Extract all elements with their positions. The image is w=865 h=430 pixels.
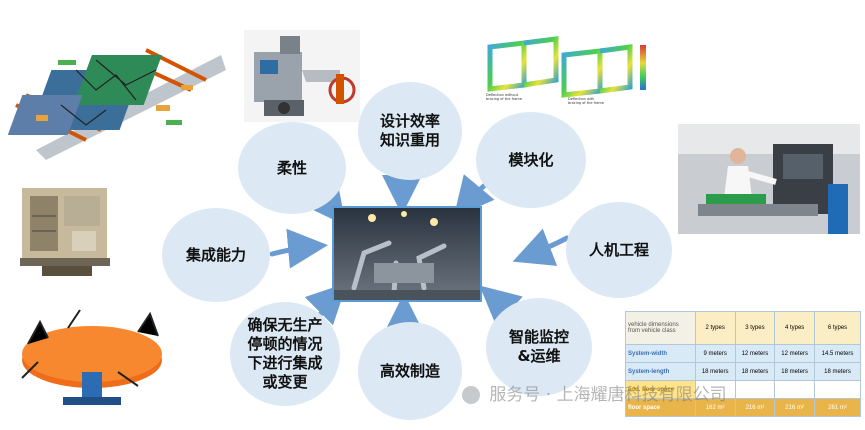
table-cell — [774, 380, 815, 399]
node-mokuai-label: 模块化 — [508, 150, 554, 169]
node-sheji-label: 设计效率 知识重用 — [379, 112, 440, 149]
node-jicheng: 集成能力 — [162, 208, 270, 302]
spot-welder-image — [244, 30, 360, 122]
table-row-label: System-length — [625, 362, 696, 381]
table-header-label: vehicle dimensions from vehicle class — [625, 311, 696, 345]
table-cell: 261 m² — [813, 398, 862, 417]
node-zhineng-label: 智能监控 &运维 — [508, 328, 569, 365]
node-gaoxiao: 高效制造 — [358, 322, 462, 420]
watermark: 服务号 · 上海耀唐科技有限公司 — [462, 380, 727, 405]
fea-frame-image: Deflection without bracing of the frame … — [484, 25, 664, 110]
node-quebao-label: 确保无生产 停顿的情况 下进行集成 或变更 — [247, 316, 323, 391]
floor-space-table: vehicle dimensions from vehicle class 2 … — [625, 311, 862, 417]
node-quebao: 确保无生产 停顿的情况 下进行集成 或变更 — [230, 302, 340, 406]
node-zhineng: 智能监控 &运维 — [486, 298, 592, 396]
node-rengong-label: 人机工程 — [588, 240, 649, 259]
wechat-icon — [462, 386, 480, 404]
arrow-jicheng — [269, 228, 328, 269]
table-cell — [813, 380, 862, 399]
table-cell: 12 meters — [774, 344, 815, 363]
node-jicheng-label: 集成能力 — [185, 245, 246, 264]
table-col-header: 6 types — [813, 311, 862, 345]
table-cell — [734, 380, 776, 399]
table-cell: 18 meters — [694, 362, 736, 381]
fea-caption-right: Deflection with bracing of the frame — [568, 97, 604, 105]
table-cell: 9 meters — [694, 344, 736, 363]
node-sheji: 设计效率 知识重用 — [358, 82, 462, 180]
table-cell: 18 meters — [774, 362, 815, 381]
fea-caption-left: Deflection without bracing of the frame — [486, 93, 522, 101]
assembly-line-image — [6, 30, 232, 160]
node-gaoxiao-label: 高效制造 — [379, 361, 440, 380]
watermark-text: 服务号 · 上海耀唐科技有限公司 — [489, 385, 727, 405]
table-cell: 216 m² — [734, 398, 776, 417]
node-rouxing: 柔性 — [238, 122, 346, 214]
table-col-header: 4 types — [774, 311, 815, 345]
table-cell: 162 m² — [694, 398, 736, 417]
arrow-rengong — [512, 228, 570, 266]
table-cell: 14.5 meters — [813, 344, 862, 363]
table-col-header: 3 types — [734, 311, 776, 345]
node-rouxing-label: 柔性 — [276, 158, 307, 177]
table-row-label: System-width — [625, 344, 696, 363]
table-row-label: floor space — [625, 398, 696, 417]
table-cell: 18 meters — [813, 362, 862, 381]
ergonomics-image — [678, 124, 860, 234]
table-cell: 12 meters — [734, 344, 776, 363]
table-cell: 18 meters — [734, 362, 776, 381]
node-mokuai: 模块化 — [476, 112, 586, 208]
welding-machine-image — [12, 176, 122, 286]
table-col-header: 2 types — [694, 311, 736, 345]
table-row-label: add. floor space — [625, 380, 696, 399]
factory-hub-image — [332, 206, 482, 302]
node-rengong: 人机工程 — [566, 202, 672, 298]
turntable-fixture-image — [8, 302, 176, 410]
table-cell: 216 m² — [774, 398, 815, 417]
